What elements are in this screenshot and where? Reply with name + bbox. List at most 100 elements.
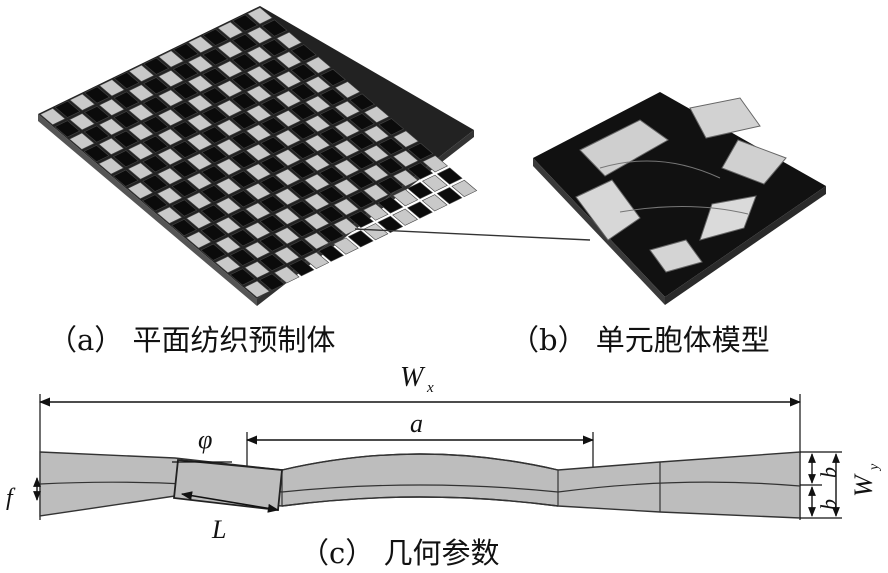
weave-cell-light: [157, 167, 183, 185]
weave-cell-light: [333, 198, 360, 216]
weave-cell-dark: [436, 187, 463, 205]
yarn-seam-1: [599, 160, 721, 179]
weave-cell-light: [216, 99, 243, 117]
weave-cell-light: [275, 129, 301, 147]
weave-cell-light: [128, 123, 154, 141]
weave-cell-light: [216, 80, 243, 98]
weave-cell-light: [99, 79, 125, 97]
weave-cell-dark: [113, 130, 139, 148]
weave-cell-dark: [259, 214, 286, 232]
weave-cell-light: [305, 76, 331, 94]
unit-cell-side-left: [533, 158, 665, 305]
caption-b: （b） 单元胞体模型: [510, 323, 770, 357]
weave-cell-dark: [83, 145, 110, 163]
weave-cell-light: [304, 134, 331, 152]
weave-cell-dark: [261, 39, 288, 57]
weave-cell-dark: [259, 273, 285, 291]
label-L: L: [211, 515, 226, 544]
weave-cell-dark: [172, 62, 199, 80]
weave-cell-light: [69, 113, 95, 131]
weave-cell-dark: [142, 194, 168, 212]
weave-cell-light: [186, 211, 212, 229]
weave-cell-light: [333, 178, 360, 196]
weave-cell-light: [128, 103, 154, 121]
weave-cell-dark: [290, 83, 317, 101]
yarn-crest-top: [281, 453, 559, 471]
weave-cell-dark: [377, 196, 404, 214]
weave-cell-light: [275, 110, 302, 128]
weave-cell-dark: [201, 146, 228, 164]
weave-cell-light: [69, 93, 96, 111]
weave-cell-light: [245, 163, 272, 181]
yarn-light-1: [579, 119, 669, 177]
weave-cell-dark: [349, 93, 375, 111]
weave-cell-dark: [261, 58, 287, 76]
weave-cell-dark: [377, 176, 404, 194]
weave-cell-dark: [143, 57, 170, 75]
yarn-light-5: [699, 195, 757, 241]
weave-cell-light: [157, 148, 183, 166]
zoom-link-line: [354, 228, 591, 241]
weave-cell-dark: [113, 91, 140, 109]
weave-cell-dark: [259, 195, 286, 213]
weave-cell-dark: [260, 136, 287, 154]
weave-cell-dark: [260, 117, 287, 135]
weave-cell-light: [334, 139, 360, 157]
weave-cell-light: [246, 85, 272, 103]
weave-cell-light: [303, 251, 330, 269]
weave-cell-light: [393, 130, 419, 148]
weave-cell-dark: [261, 19, 288, 37]
weave-cell-light: [127, 142, 154, 161]
weave-cell-dark: [171, 219, 197, 237]
weave-cell-light: [363, 144, 390, 163]
weave-cell-light: [156, 206, 183, 224]
weave-cell-light: [186, 153, 213, 171]
weave-cell-light: [98, 137, 125, 155]
weave-cell-light: [217, 60, 243, 78]
weave-cell-light: [215, 177, 242, 195]
weave-cell-light: [187, 55, 214, 73]
label-a: a: [410, 409, 423, 438]
weave-cell-light: [244, 222, 271, 240]
weave-cell-light: [158, 50, 184, 68]
weave-cell-light: [304, 193, 330, 211]
weave-cell-dark: [231, 73, 258, 91]
weave-cell-dark: [318, 186, 345, 204]
weave-cell-light: [303, 232, 330, 250]
weave-cell-dark: [260, 175, 286, 193]
weave-cell-dark: [201, 165, 227, 183]
weave-cell-dark: [289, 161, 316, 179]
weave-cell-light: [246, 26, 273, 44]
weave-cell-dark: [259, 253, 285, 272]
weave-cell-dark: [54, 120, 81, 138]
weave-cell-light: [245, 183, 271, 201]
weave-cell-light: [303, 212, 330, 230]
caption-c: （c） 几何参数: [300, 536, 499, 570]
weave-cell-dark: [348, 152, 375, 170]
weave-cell-dark: [378, 157, 404, 175]
weave-cell-light: [421, 194, 448, 212]
weave-cell-light: [215, 256, 241, 274]
weave-cell-light: [128, 64, 155, 82]
weave-cell-dark: [318, 244, 344, 262]
label-wx-subscript: x: [426, 380, 434, 396]
yarn-light-2: [575, 179, 641, 241]
weave-cell-light: [217, 21, 244, 39]
weave-cell-dark: [172, 121, 198, 139]
dimension-L-line: [180, 491, 280, 513]
weave-cell-dark: [231, 131, 257, 149]
weave-cell-dark: [172, 140, 198, 158]
weave-cell-dark: [407, 142, 434, 160]
weave-cell-light: [334, 81, 361, 99]
weave-cell-dark: [318, 225, 345, 243]
weave-cell-dark: [318, 205, 345, 223]
weave-cell-dark: [230, 170, 257, 188]
weave-cell-dark: [288, 239, 315, 257]
weave-cell-dark: [142, 174, 168, 192]
weave-cell-dark: [230, 151, 257, 169]
weave-grid: [39, 7, 478, 298]
weave-cell-dark: [289, 220, 315, 238]
yarn-light-6: [649, 239, 703, 273]
weave-cell-dark: [173, 43, 199, 61]
